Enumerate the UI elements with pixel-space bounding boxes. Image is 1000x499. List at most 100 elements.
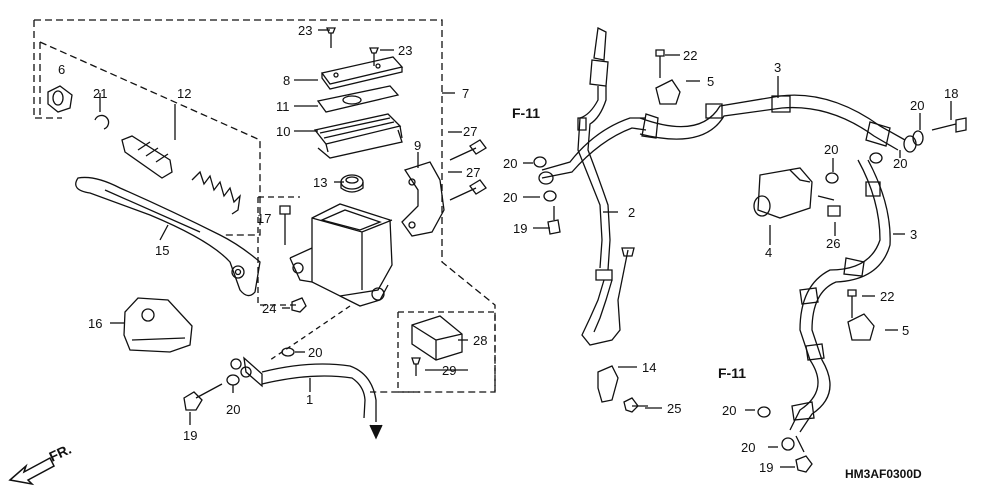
callout: 7 (462, 86, 469, 101)
part-bolt (449, 139, 487, 161)
part-hose-3-lower (789, 159, 881, 431)
part-bolt-17 (279, 205, 291, 245)
callout: 26 (826, 236, 840, 251)
callout: 6 (58, 62, 65, 77)
part-lever-cover (123, 297, 193, 353)
part-bolt-22-lower (847, 289, 857, 318)
callout: 9 (414, 138, 421, 153)
callout: 28 (473, 333, 487, 348)
part-washer (825, 172, 839, 184)
callout: 3 (774, 60, 781, 75)
part-bolt-19 (183, 383, 223, 411)
part-circlip (94, 114, 110, 130)
part-clamp-5-lower (847, 313, 875, 341)
part-hose-1 (261, 363, 377, 418)
part-washer (869, 152, 883, 164)
callout: 20 (503, 190, 517, 205)
front-arrow-label: FR. (47, 441, 74, 465)
part-bolt (449, 179, 487, 201)
part-washer (757, 406, 771, 418)
part-washer (912, 130, 924, 146)
callout: 25 (667, 401, 681, 416)
callout: 4 (765, 245, 772, 260)
part-bolt-19-lower (795, 435, 813, 473)
part-bolt-22 (655, 49, 665, 78)
callout: 19 (513, 221, 527, 236)
part-lever (75, 176, 261, 297)
callout: 5 (707, 74, 714, 89)
assembly-bracket (33, 19, 496, 393)
part-switch (411, 315, 463, 361)
part-bolt-18 (931, 117, 967, 133)
part-piston (121, 135, 173, 179)
callout: 23 (398, 43, 412, 58)
bolt-bracket (257, 196, 300, 306)
part-washer (781, 437, 795, 451)
part-washer (226, 374, 240, 386)
part-plate (316, 85, 400, 113)
callout: 27 (463, 124, 477, 139)
callout: 15 (155, 243, 169, 258)
part-washer (543, 190, 557, 202)
callout: 1 (306, 392, 313, 407)
part-screw (326, 27, 336, 48)
callout: 18 (944, 86, 958, 101)
part-banjo (589, 27, 609, 87)
part-clamp-5 (655, 79, 681, 105)
callout: 20 (308, 345, 322, 360)
piston-kit-bracket (39, 41, 261, 236)
callout: 20 (893, 156, 907, 171)
callout: 5 (902, 323, 909, 338)
part-washer (281, 347, 295, 357)
part-holder (401, 161, 445, 237)
part-screw (369, 47, 379, 66)
part-washer (240, 366, 252, 378)
callout: 19 (183, 428, 197, 443)
part-nut (291, 297, 307, 313)
callout: 16 (88, 316, 102, 331)
part-joint (757, 167, 813, 219)
diagram-code: HM3AF0300D (845, 467, 922, 481)
callout: 11 (276, 99, 290, 114)
callout: 29 (442, 363, 456, 378)
callout: 23 (298, 23, 312, 38)
callout: 20 (741, 440, 755, 455)
callout: 20 (503, 156, 517, 171)
part-master-cylinder (311, 203, 393, 297)
part-hose-2 (541, 117, 646, 171)
callout: 21 (93, 86, 107, 101)
part-screw-29 (411, 357, 421, 376)
part-boot (47, 85, 73, 113)
part-cap (320, 56, 404, 85)
part-washer (903, 135, 917, 153)
callout: 17 (257, 211, 271, 226)
part-hose-clamp (597, 365, 619, 403)
callout: 13 (313, 175, 327, 190)
callout: 20 (824, 142, 838, 157)
callout: 2 (628, 205, 635, 220)
part-washer (538, 171, 554, 185)
callout: 27 (466, 165, 480, 180)
part-bolt-26 (817, 195, 841, 217)
callout: 22 (880, 289, 894, 304)
callout: 12 (177, 86, 191, 101)
callout: 14 (642, 360, 656, 375)
part-washer (533, 156, 547, 168)
callout: 20 (910, 98, 924, 113)
front-arrow-icon (8, 456, 55, 486)
part-spring (191, 170, 241, 215)
callout: 20 (226, 402, 240, 417)
callout: 20 (722, 403, 736, 418)
switch-bracket (397, 311, 496, 393)
part-bolt-19-mid (547, 206, 561, 235)
callout: 10 (276, 124, 290, 139)
callout: 8 (283, 73, 290, 88)
ref-f11-top: F-11 (512, 105, 540, 121)
callout: 24 (262, 301, 276, 316)
callout: 19 (759, 460, 773, 475)
part-bolt-25 (623, 397, 648, 413)
ref-f11-bottom: F-11 (718, 365, 746, 381)
callout: 3 (910, 227, 917, 242)
